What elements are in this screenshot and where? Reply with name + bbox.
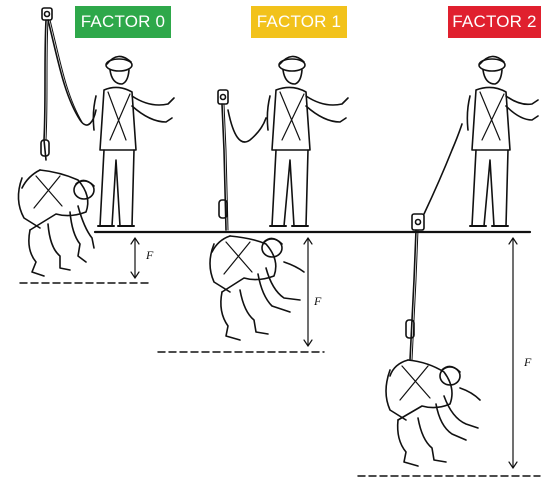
fallen-worker-0 — [18, 170, 94, 276]
fallen-worker-2 — [386, 360, 480, 466]
fall-distance-2 — [358, 238, 540, 476]
fall-distance-label-1: F — [314, 295, 321, 307]
fallen-worker-1 — [210, 236, 304, 340]
standing-worker-1 — [267, 56, 348, 226]
factor-0-badge: FACTOR 0 — [75, 6, 171, 38]
factor-1-badge: FACTOR 1 — [251, 6, 347, 38]
factor-0-scene — [18, 8, 174, 283]
factor-2-scene — [358, 56, 540, 476]
fall-distance-label-2: F — [524, 356, 531, 368]
anchor-2 — [412, 214, 424, 230]
anchor-0 — [42, 8, 52, 20]
factor-2-badge: FACTOR 2 — [448, 6, 541, 38]
fall-distance-label-0: F — [146, 249, 153, 261]
standing-worker-2 — [467, 56, 538, 226]
anchor-1 — [218, 90, 228, 104]
standing-worker-0 — [93, 56, 174, 226]
